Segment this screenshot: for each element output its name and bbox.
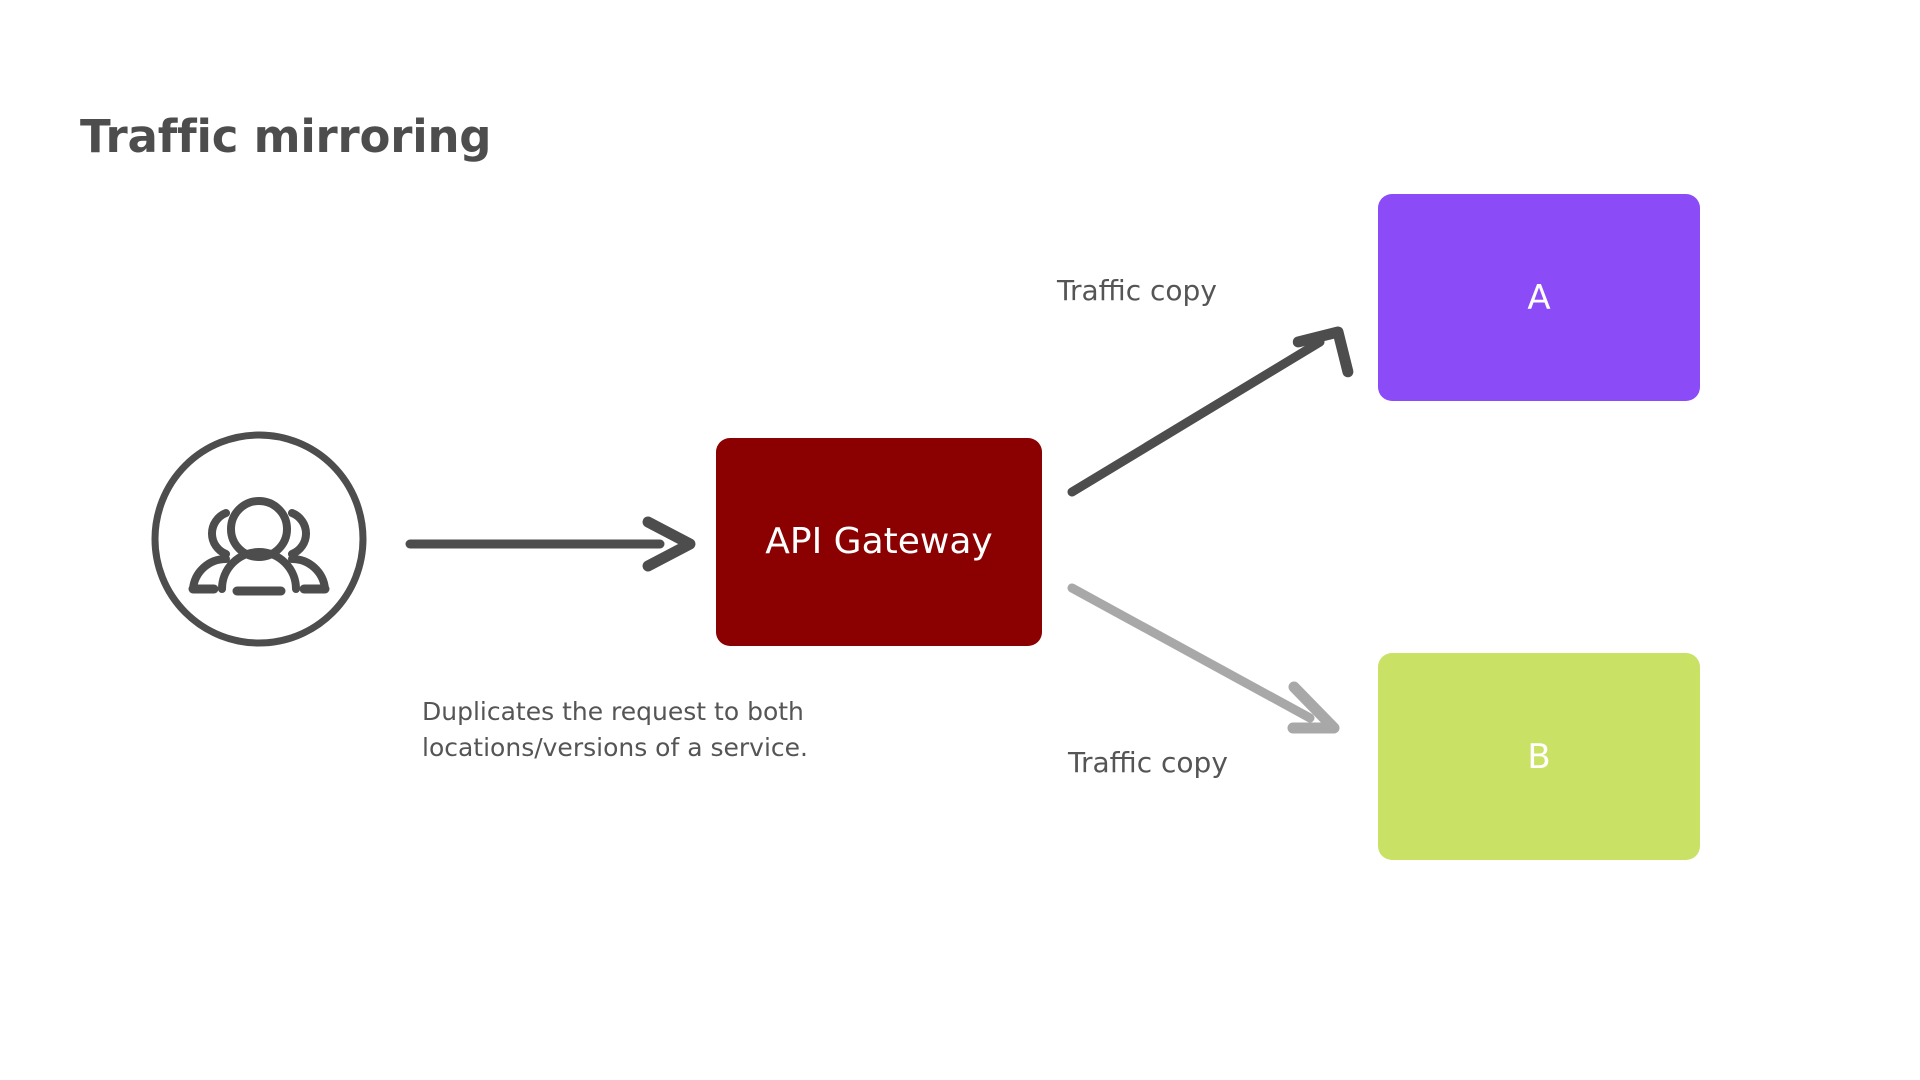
arrow-users-to-gateway [405, 516, 696, 572]
node-service-a-label: A [1527, 277, 1551, 318]
diagram-caption: Duplicates the request to both locations… [422, 694, 892, 767]
caption-line-1: Duplicates the request to both [422, 697, 804, 726]
page-title: Traffic mirroring [80, 110, 492, 163]
users-group-icon [148, 428, 370, 650]
arrow-gateway-to-a [1067, 326, 1354, 497]
edge-label-traffic-copy-b: Traffic copy [1068, 746, 1228, 779]
node-service-b-label: B [1527, 736, 1551, 777]
arrow-gateway-to-b [1067, 583, 1340, 734]
node-api-gateway-label: API Gateway [765, 521, 993, 562]
node-service-b[interactable]: B [1378, 653, 1700, 860]
edge-label-traffic-copy-a: Traffic copy [1057, 274, 1217, 307]
node-service-a[interactable]: A [1378, 194, 1700, 401]
caption-line-2: locations/versions of a service. [422, 733, 808, 763]
node-api-gateway[interactable]: API Gateway [716, 438, 1042, 646]
